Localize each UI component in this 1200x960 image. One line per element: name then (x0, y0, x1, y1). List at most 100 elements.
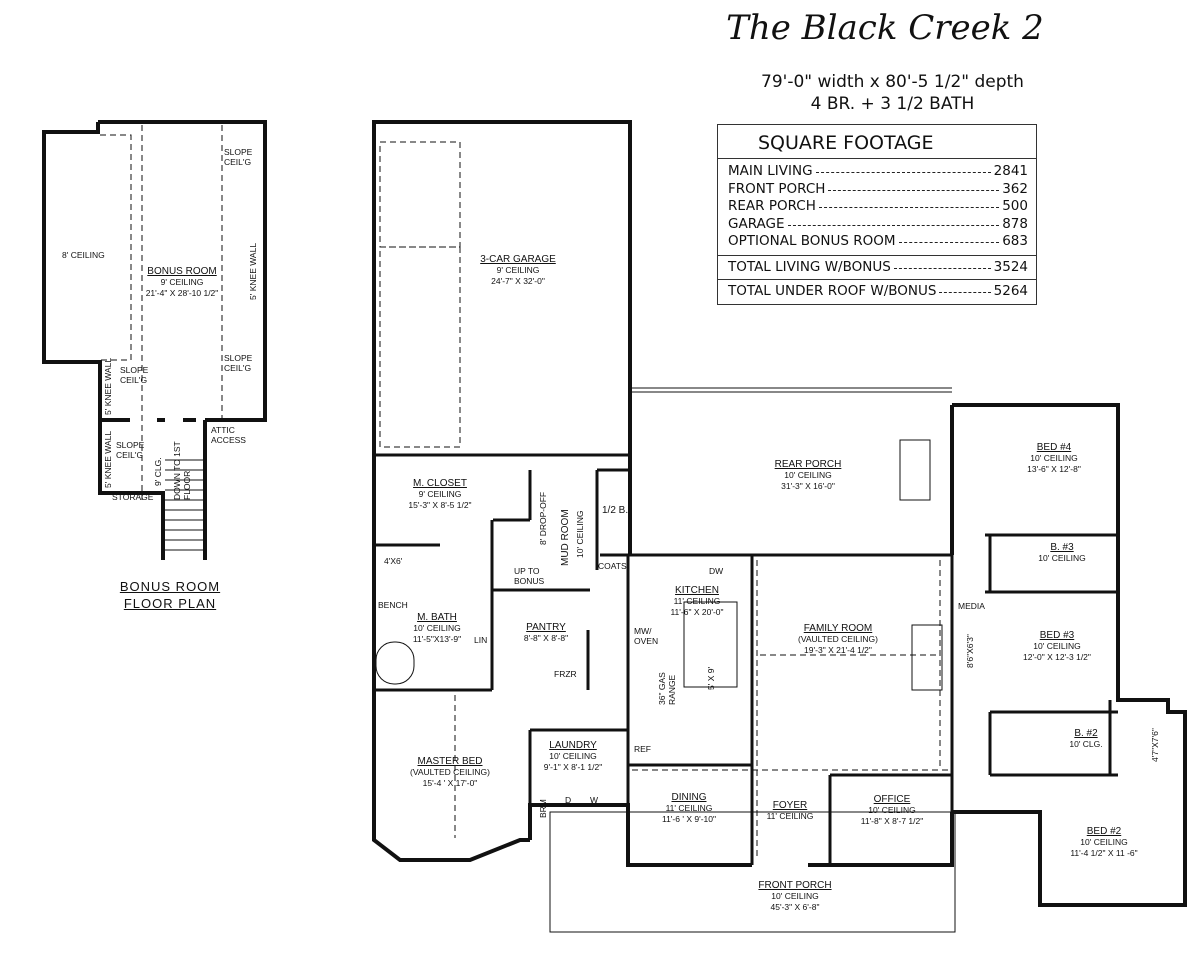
slope-label: SLOPE CEIL'G (116, 440, 145, 460)
room-size: 24'-7" X 32'-0" (491, 276, 545, 286)
room-name: PANTRY (526, 622, 566, 633)
room-size: 11'-6 ' X 9'-10" (661, 814, 717, 824)
room-ceiling: (VAULTED CEILING) (410, 767, 490, 777)
knee-wall-label: 5' KNEE WALL (103, 357, 113, 415)
room-size: 31'-3" X 16'-0" (781, 481, 835, 491)
sqft-value: 5264 (993, 283, 1028, 299)
room-ceiling: 11' CEILING (665, 803, 713, 813)
room-size: 19'-3" X 21'-4 1/2" (804, 645, 872, 655)
room-ceiling: 10' CEILING (1080, 837, 1128, 847)
room-name: DINING (671, 792, 707, 803)
bed-bath-count: 4 BR. + 3 1/2 BATH (810, 94, 975, 114)
nine-clg-label: 9' CLG. (153, 457, 163, 486)
porch-and-guides (375, 387, 956, 933)
sqft-label: TOTAL UNDER ROOF W/BONUS (728, 283, 937, 299)
room-name: B. #3 (1050, 542, 1074, 553)
caption-line: FLOOR PLAN (123, 596, 217, 611)
room-ceiling: 10' CEILING (1038, 553, 1086, 563)
sqft-total-row: TOTAL UNDER ROOF W/BONUS 5264 (728, 283, 1028, 301)
dashed-lines (379, 141, 950, 860)
room-name: B. #2 (1074, 728, 1098, 739)
room-size: 13'-6" X 12'-8" (1027, 464, 1081, 474)
sqft-row: GARAGE 878 (728, 216, 1028, 234)
room-ceiling: (VAULTED CEILING) (798, 634, 878, 644)
up-to-bonus-label: UP TO BONUS (514, 566, 545, 586)
room-ceiling: 10' CLG. (1069, 739, 1103, 749)
dishwasher-label: DW (709, 566, 724, 576)
slope-label: SLOPE CEIL'G (224, 353, 253, 373)
sqft-value: 500 (1002, 198, 1028, 214)
sqft-label: TOTAL LIVING W/BONUS (728, 258, 891, 275)
room-name: BONUS ROOM (147, 266, 217, 277)
room-size: 15'-4 ' X 17'-0" (422, 778, 478, 788)
room-name: FAMILY ROOM (803, 623, 873, 634)
room-ceiling: 9' CEILING (418, 489, 462, 499)
bonus-room-dashed (100, 125, 223, 500)
drop-off-label: 8' DROP-OFF (538, 491, 548, 545)
storage-label: STORAGE (112, 492, 154, 502)
linen-label: LIN (474, 635, 488, 645)
dryer-label: D (565, 795, 572, 805)
room-size: 11'-4 1/2" X 11 -6" (1070, 848, 1138, 858)
room-ceiling: 10' CEILING (1033, 641, 1081, 651)
slope-label: SLOPE CEIL'G (224, 147, 253, 167)
island-label: 5' X 9' (706, 666, 716, 690)
attic-access-label: ATTIC ACCESS (211, 425, 246, 445)
room-master-bed: MASTER BED(VAULTED CEILING)15'-4 ' X 17'… (410, 756, 490, 789)
room-name: FRONT PORCH (758, 880, 832, 891)
room-name: 3-CAR GARAGE (480, 254, 556, 265)
room-size: 9'-1" X 8'-1 1/2" (543, 762, 603, 772)
sqft-label: OPTIONAL BONUS ROOM (728, 233, 896, 249)
mw-oven-label: MW/ OVEN (634, 626, 659, 646)
room-name: M. CLOSET (413, 478, 467, 489)
room-family: FAMILY ROOM(VAULTED CEILING)19'-3" X 21'… (798, 623, 878, 656)
room-ceiling: 11' CEILING (673, 596, 721, 606)
room-name: M. BATH (417, 612, 457, 623)
room-name: LAUNDRY (549, 740, 597, 751)
room-mud-room-name: MUD ROOM (560, 509, 571, 566)
room-ceiling: 10' CEILING (784, 470, 832, 480)
room-ceiling: 10' CEILING (771, 891, 819, 901)
bench-label: BENCH (378, 600, 408, 610)
sqft-row: FRONT PORCH 362 (728, 181, 1028, 199)
room-name: BED #3 (1039, 630, 1075, 641)
sqft-value: 362 (1002, 180, 1028, 197)
room-ceiling: 9' CEILING (160, 277, 204, 287)
sqft-value: 2841 (993, 163, 1028, 179)
plan-dimensions: 79'-0" width x 80'-5 1/2" depth (761, 72, 1024, 92)
room-name: BED #4 (1036, 442, 1072, 453)
sqft-label: GARAGE (728, 215, 785, 232)
freezer-label: FRZR (554, 669, 577, 679)
room-ceiling: 11' CEILING (766, 811, 814, 821)
knee-wall-label: 5' KNEE WALL (103, 430, 113, 488)
room-ceiling: 10' CEILING (868, 805, 916, 815)
room-name: OFFICE (873, 794, 911, 805)
room-size: 45'-3" X 6'-8" (770, 902, 820, 912)
coats-label: COATS (598, 561, 627, 571)
room-size: 11'-5"X13'-9" (412, 634, 462, 644)
closet3-label: 8'6"X6'3" (965, 634, 975, 668)
room-ceiling: 10' CEILING (549, 751, 597, 761)
room-ceiling: 9' CEILING (496, 265, 540, 275)
sqft-heading: SQUARE FOOTAGE (718, 125, 1036, 159)
sqft-value: 878 (1002, 215, 1028, 232)
bonus-stairs (165, 459, 203, 551)
room-name: BED #2 (1086, 826, 1122, 837)
room-name: KITCHEN (675, 585, 719, 596)
room-size: 12'-0" X 12'-3 1/2" (1023, 652, 1091, 662)
room-size: 8'-8" X 8'-8" (523, 633, 569, 643)
exterior-walls (372, 120, 1187, 907)
sqft-label: FRONT PORCH (728, 180, 826, 197)
